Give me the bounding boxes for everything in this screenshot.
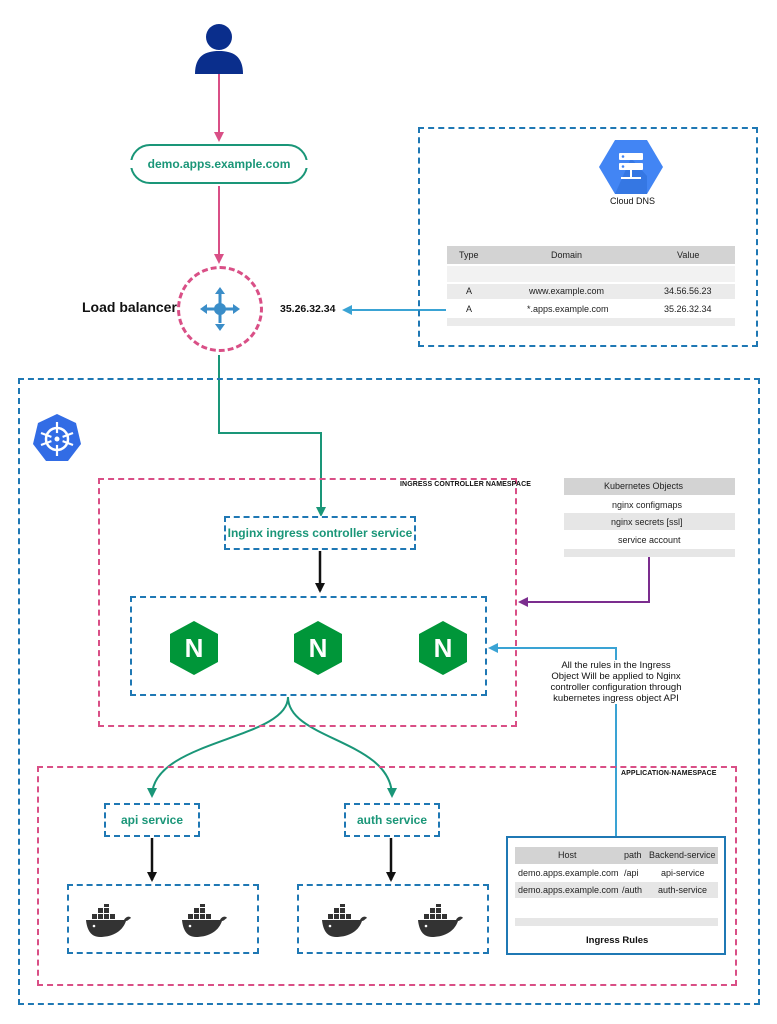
kubernetes-icon: [33, 414, 81, 461]
dns-row-footer: [447, 318, 735, 326]
auth-containers-box: [297, 884, 489, 954]
k8s-object-item: nginx secrets [ssl]: [611, 517, 683, 527]
rules-row1-host: demo.apps.example.com: [518, 868, 619, 878]
domain-pill-label: demo.apps.example.com: [147, 157, 291, 171]
load-balancer-ip: 35.26.32.34: [280, 303, 336, 315]
docker-icon: [418, 904, 463, 937]
rules-header-host: Host: [558, 850, 577, 860]
api-service[interactable]: api service: [104, 803, 200, 837]
api-containers-box: [67, 884, 259, 954]
nginx-letter: N: [308, 632, 328, 663]
dns-header-type: Type: [459, 250, 479, 260]
nginx-pod: N: [291, 620, 345, 676]
dns-table-header: [447, 246, 735, 264]
nginx-icon: [419, 621, 467, 675]
pill-notch-right: [303, 160, 311, 168]
k8s-object-item: nginx configmaps: [612, 500, 683, 510]
dns-row-spacer: [447, 266, 735, 282]
rules-row1-backend: api-service: [661, 868, 705, 878]
dns-row1-domain: www.example.com: [529, 286, 605, 296]
k8s-object-item: service account: [618, 535, 681, 545]
rules-row2-backend: auth-service: [658, 885, 708, 895]
table-row: [515, 882, 718, 898]
rules-header-backend: Backend-service: [649, 850, 716, 860]
table-row: [447, 284, 735, 299]
pill-notch-left: [127, 160, 135, 168]
arrow-lb-to-ingress: [218, 355, 326, 517]
rules-row2-path: /auth: [622, 885, 643, 895]
ingress-namespace-label: INGRESS CONTROLLER NAMESPACE: [400, 481, 532, 488]
dns-header-value: Value: [677, 250, 700, 260]
ingress-controller-service-label: Inginx ingress controller service: [227, 526, 413, 540]
cloud-dns-box: [418, 127, 758, 347]
nginx-pod: N: [416, 620, 470, 676]
rules-note: All the rules in the Ingress Object Will…: [548, 660, 684, 704]
docker-icon: [322, 904, 367, 937]
k8s-objects-header-label: Kubernetes Objects: [604, 481, 684, 491]
k8s-objects-header: [564, 478, 735, 495]
rules-row1-path: /api: [624, 868, 639, 878]
load-balancer-label: Load balancer: [82, 299, 177, 315]
nginx-icon: [294, 621, 342, 675]
ingress-rules-header: [515, 847, 718, 864]
arrow-pods-to-api: [147, 696, 289, 798]
nginx-pods-box: [130, 596, 487, 696]
table-row: [447, 301, 735, 316]
dns-row2-type: A: [466, 304, 473, 314]
arrow-pods-to-auth: [287, 696, 397, 798]
auth-service[interactable]: auth service: [344, 803, 440, 837]
application-namespace-box: [37, 766, 737, 986]
nginx-letter: N: [433, 632, 453, 663]
ingress-rules-title: Ingress Rules: [586, 935, 649, 946]
cloud-dns-title: Cloud DNS: [610, 196, 656, 206]
docker-icon: [86, 904, 131, 937]
cloud-dns-icon: [599, 140, 663, 194]
table-row: [564, 513, 735, 530]
load-balancer-icon: [200, 287, 240, 331]
rules-row-footer: [515, 918, 718, 926]
nginx-pod: N: [167, 620, 221, 676]
rules-row2-host: demo.apps.example.com: [518, 885, 619, 895]
ingress-namespace-box: [98, 478, 517, 727]
nginx-letter: N: [184, 632, 204, 663]
rules-header-path: path: [624, 850, 642, 860]
api-service-label: api service: [120, 813, 184, 827]
dns-row2-value: 35.26.32.34: [664, 304, 712, 314]
dns-header-domain: Domain: [551, 250, 583, 260]
auth-service-label: auth service: [356, 813, 428, 827]
docker-icon: [182, 904, 227, 937]
dns-row2-domain: *.apps.example.com: [527, 304, 609, 314]
k8s-objects-footer: [564, 549, 735, 557]
application-namespace-label: APPLICATION-NAMESPACE: [621, 770, 717, 777]
domain-pill: demo.apps.example.com: [130, 144, 308, 184]
user-icon: [195, 24, 243, 74]
dns-row1-value: 34.56.56.23: [664, 286, 712, 296]
kubernetes-cluster-box: [18, 378, 760, 1005]
dns-row1-type: A: [466, 286, 473, 296]
arrow-k8s-objects-to-ingress: [518, 557, 650, 607]
ingress-controller-service[interactable]: Inginx ingress controller service: [224, 516, 416, 550]
arrow-rules-to-pods: [488, 643, 617, 846]
nginx-icon: [170, 621, 218, 675]
